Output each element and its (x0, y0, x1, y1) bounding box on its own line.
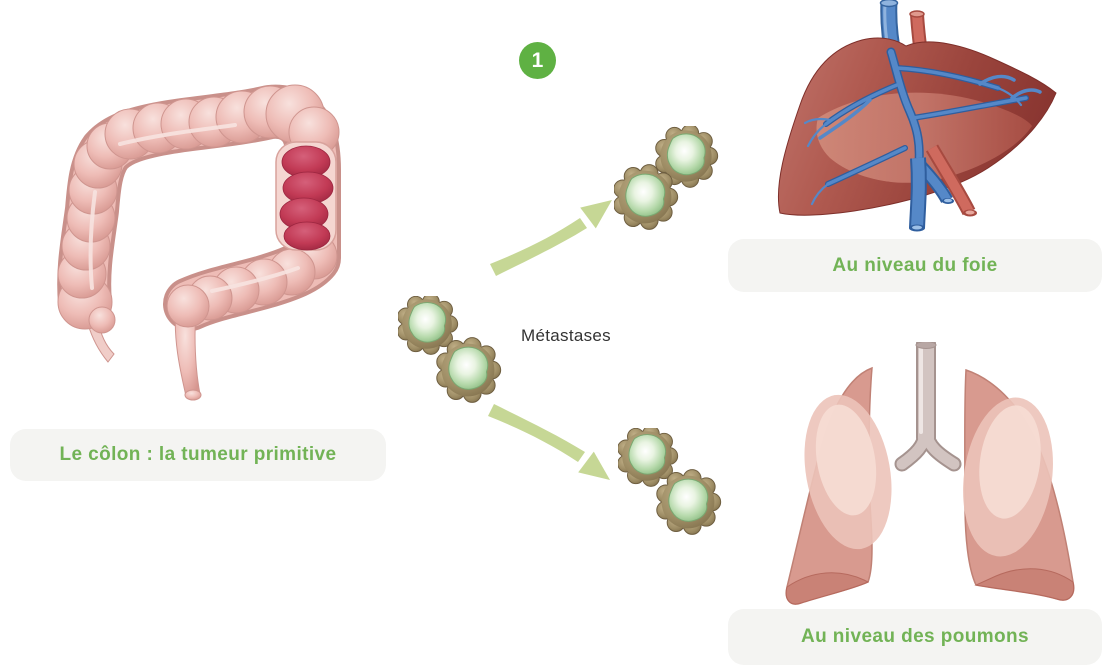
colon-label-text: Le côlon : la tumeur primitive (59, 444, 337, 465)
hepatic-vessels-bottom (909, 144, 977, 232)
liver-label-text: Au niveau du foie (832, 254, 998, 276)
portal-vein-tree (803, 47, 1042, 206)
left-lung (785, 366, 892, 605)
step-badge: 1 (519, 42, 556, 79)
liver-illustration (777, 0, 1057, 232)
metastases-text: Métastases (521, 326, 611, 345)
colon-illustration (57, 84, 341, 401)
arrow-to-lungs-icon (488, 404, 610, 480)
liver-front-lobe (816, 92, 1032, 183)
cancer-cells-center (398, 296, 502, 403)
trachea (894, 342, 962, 472)
liver-label: Au niveau du foie (728, 239, 1102, 292)
lungs-illustration (785, 342, 1075, 605)
cancer-cells-lungs (618, 428, 722, 535)
colon-body (57, 84, 341, 401)
right-lung (963, 368, 1075, 601)
step-number: 1 (531, 48, 544, 72)
lungs-label: Au niveau des poumons (728, 609, 1102, 665)
cancer-cells-liver (614, 126, 719, 230)
metastases-caption: Métastases (504, 326, 628, 346)
arrow-to-liver-icon (490, 200, 612, 276)
lungs-label-text: Au niveau des poumons (801, 626, 1029, 647)
primary-tumor-segment (275, 141, 337, 251)
colon-label: Le côlon : la tumeur primitive (10, 429, 386, 481)
